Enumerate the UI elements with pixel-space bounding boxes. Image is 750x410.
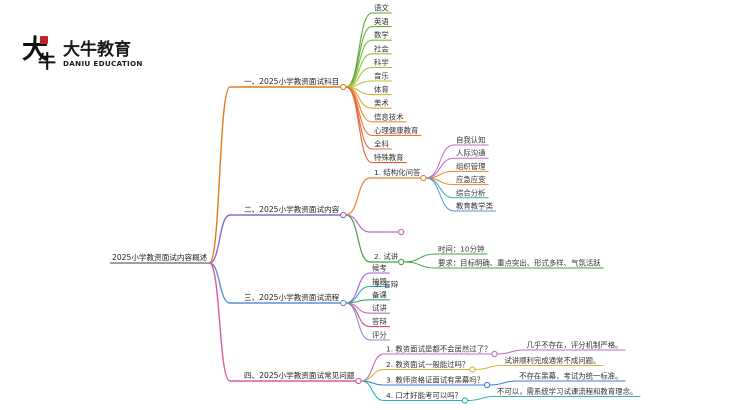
faq-toggle-icon[interactable]	[469, 366, 476, 373]
structured-item[interactable]: 教育教学类	[456, 202, 494, 211]
branch-content-toggle-icon[interactable]	[340, 211, 347, 219]
subbranch-lecture[interactable]: 2. 试讲	[374, 252, 399, 261]
process-step[interactable]: 答辩	[372, 317, 387, 326]
faq-toggle-icon[interactable]	[491, 350, 498, 358]
connector-line	[209, 262, 231, 304]
root-node[interactable]: 2025小学教资面试内容概述	[112, 252, 208, 262]
connector-line	[360, 353, 385, 382]
structured-item[interactable]: 人际沟通	[456, 149, 486, 158]
branch-faq[interactable]: 四、2025小学教资面试常见问题	[244, 370, 355, 380]
subject-item[interactable]: 体育	[374, 85, 389, 94]
subject-item[interactable]: 信息技术	[374, 112, 404, 121]
connector-line	[345, 86, 373, 164]
branch-process-toggle-icon[interactable]	[340, 299, 347, 307]
connector-line	[345, 214, 371, 263]
branch-subjects[interactable]: 一、2025小学教资面试科目	[244, 76, 339, 86]
faq-question[interactable]: 3. 教师资格证面试有黑幕吗？	[386, 376, 484, 385]
subject-item[interactable]: 英语	[374, 17, 389, 26]
connector-line	[403, 253, 437, 263]
map-nodes: 2025小学教资面试内容概述 一、2025小学教资面试科目二、2025小学教资面试…	[112, 4, 637, 404]
connector-line	[360, 380, 385, 402]
structured-item[interactable]: 综合分析	[456, 188, 486, 197]
branch-content[interactable]: 二、2025小学教资面试内容	[244, 204, 340, 214]
structured-item[interactable]: 组织管理	[456, 162, 486, 171]
process-step[interactable]: 评分	[372, 331, 387, 340]
faq-answer[interactable]: 不可以，需系统学习试课流程和教育理念。	[497, 387, 637, 396]
connector-line	[497, 349, 525, 355]
faq-answer[interactable]: 不存在黑幕，考试为统一标准。	[519, 372, 622, 381]
subject-item[interactable]: 音乐	[374, 72, 389, 81]
faq-question[interactable]: 2. 教资面试一般能过吗？	[386, 360, 469, 369]
faq-answer[interactable]: 试讲顺利完成通常不成问题。	[504, 356, 600, 365]
lecture-item[interactable]: 时间：10分钟	[438, 245, 484, 254]
faq-question[interactable]: 1. 教资面试是都不会居然过了？	[386, 345, 491, 354]
faq-answer[interactable]: 几乎不存在，评分机制严格。	[526, 341, 622, 350]
connector-line	[425, 144, 455, 179]
connector-line	[489, 380, 518, 386]
process-step[interactable]: 试讲	[372, 304, 387, 313]
subject-item[interactable]: 科学	[374, 58, 389, 67]
logo-subtitle: DANIU EDUCATION	[63, 59, 143, 68]
subject-item[interactable]: 全科	[374, 140, 389, 149]
connector-lines	[110, 12, 641, 402]
subbranch-lecture-toggle-icon[interactable]	[398, 258, 405, 266]
subbranch-structured-toggle-icon[interactable]	[420, 174, 427, 182]
subject-item[interactable]: 社会	[374, 44, 389, 53]
connector-line	[208, 214, 231, 264]
subject-item[interactable]: 心理健康教育	[374, 126, 418, 135]
process-step[interactable]: 抽题	[372, 277, 387, 286]
faq-toggle-icon[interactable]	[461, 397, 469, 404]
subbranch-structured[interactable]: 1. 结构化问答	[374, 168, 421, 177]
svg-text:牛: 牛	[38, 51, 56, 73]
faq-question[interactable]: 4. 口才好能考可以吗？	[386, 391, 462, 400]
process-step[interactable]: 备课	[372, 290, 387, 299]
connector-line	[345, 214, 371, 233]
subject-item[interactable]: 数学	[374, 31, 389, 40]
connector-line	[345, 299, 371, 304]
connector-line	[403, 261, 437, 269]
connector-line	[208, 86, 231, 264]
connector-line	[361, 368, 385, 382]
structured-item[interactable]: 应急应变	[456, 175, 486, 184]
connector-line	[474, 365, 503, 370]
connector-line	[345, 12, 373, 88]
logo: 大 牛 大牛教育 DANIU EDUCATION	[22, 35, 143, 73]
process-step[interactable]: 候考	[372, 264, 387, 273]
subject-item[interactable]: 美术	[374, 99, 389, 108]
subbranch-defense-toggle-icon[interactable]	[398, 228, 405, 236]
connector-line	[425, 177, 455, 212]
subject-item[interactable]: 特殊教育	[374, 153, 404, 162]
connector-line	[345, 272, 371, 304]
branch-faq-toggle-icon[interactable]	[355, 377, 362, 385]
connector-line	[345, 53, 373, 88]
branch-subjects-toggle-icon[interactable]	[340, 83, 347, 91]
logo-name: 大牛教育	[63, 39, 131, 60]
connector-line	[208, 262, 231, 382]
subbranch-defense[interactable]: 3. 答辩	[374, 280, 399, 289]
branch-process[interactable]: 三、2025小学教资面试流程	[244, 292, 340, 302]
faq-toggle-icon[interactable]	[483, 381, 491, 389]
lecture-item[interactable]: 要求：目标明确、重点突出、形式多样、气氛活跃	[438, 259, 601, 268]
logo-mark-icon: 大 牛	[22, 35, 56, 73]
connector-line	[467, 396, 495, 401]
connector-line	[345, 302, 371, 341]
connector-line	[345, 86, 373, 150]
subject-item[interactable]: 语文	[374, 4, 389, 13]
structured-item[interactable]: 自我认知	[456, 136, 486, 145]
connector-line	[345, 177, 371, 216]
